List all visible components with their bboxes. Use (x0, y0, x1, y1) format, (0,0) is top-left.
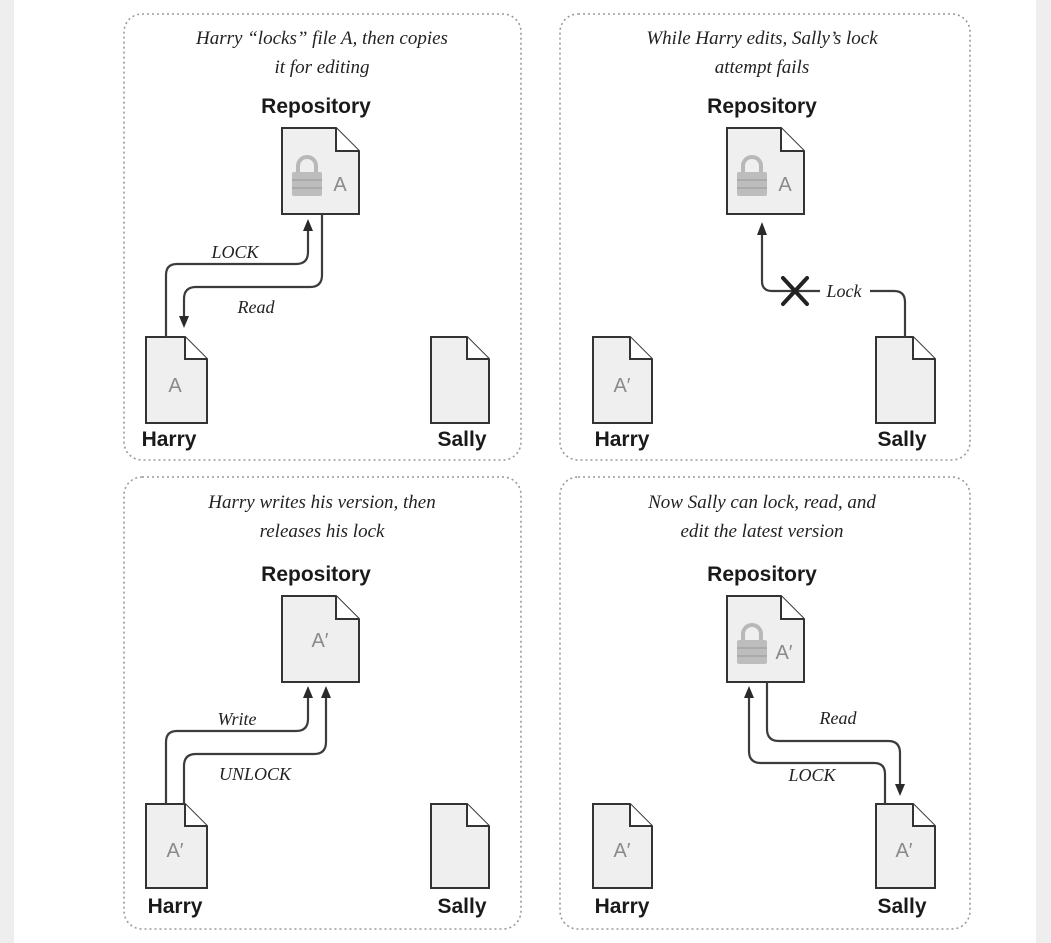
panel-3-caption-line-1: Harry writes his version, then (207, 492, 435, 513)
panel-3-repository-label: Repository (261, 563, 371, 586)
panel-1-lock-label: LOCK (210, 242, 259, 262)
panel-3-sally-label: Sally (437, 895, 486, 918)
panel-3-caption-line-2: releases his lock (260, 521, 385, 542)
panel-2-sally-label: Sally (877, 428, 926, 451)
panel-4-lock-label: LOCK (787, 765, 836, 785)
panel-1-harry-label: Harry (142, 428, 197, 451)
panel-4-lock-icon (737, 623, 767, 664)
panel-4-lock-arrow (744, 686, 887, 804)
panel-1-harry-file-label: A (168, 375, 182, 397)
panel-2-repository-label: Repository (707, 95, 817, 118)
panel-4-repository-file-label: A′ (775, 642, 792, 664)
panel-1: Harry “locks” file A, then copies it for… (123, 13, 522, 461)
panel-2-failed-lock-arrow (757, 222, 907, 337)
panel-3-harry-file-label: A′ (166, 840, 183, 862)
panel-1-sally-label: Sally (437, 428, 486, 451)
panel-3-unlock-arrow (182, 686, 331, 804)
right-margin (1036, 0, 1051, 943)
panel-4-sally-label: Sally (877, 895, 926, 918)
panel-1-lock-arrow (164, 219, 313, 337)
panel-4-harry-file-label: A′ (613, 840, 630, 862)
panel-1-read-label: Read (237, 297, 276, 317)
panel-3: Harry writes his version, then releases … (123, 476, 522, 930)
panel-3-unlock-label: UNLOCK (219, 764, 292, 784)
panel-3-write-arrow (164, 686, 313, 804)
panel-1-read-arrow (179, 214, 324, 328)
left-margin (0, 0, 14, 943)
panel-2-border (559, 13, 971, 461)
panel-2-sally-file-icon (875, 336, 936, 424)
panel-3-harry-label: Harry (148, 895, 203, 918)
panel-3-repository-file-label: A′ (311, 630, 328, 652)
panel-2: While Harry edits, Sally’s lock attempt … (559, 13, 971, 461)
panel-1-repository-file-icon: A (281, 127, 360, 215)
panel-1-border (123, 13, 522, 461)
panel-1-sally-file-icon (430, 336, 490, 424)
panel-2-harry-label: Harry (595, 428, 650, 451)
panel-4-harry-label: Harry (595, 895, 650, 918)
panel-2-repository-file-icon: A (726, 127, 805, 215)
panel-4: Now Sally can lock, read, and edit the l… (559, 476, 971, 930)
panel-4-sally-file-label: A′ (895, 840, 912, 862)
panel-2-caption-line-1: While Harry edits, Sally’s lock (646, 28, 878, 49)
panel-2-caption-line-2: attempt fails (715, 57, 809, 78)
panel-1-repository-file-label: A (333, 174, 347, 196)
panel-4-harry-file-icon: A′ (592, 803, 653, 889)
panel-4-repository-file-icon: A′ (726, 595, 805, 683)
panel-2-lock-icon (737, 155, 767, 196)
panel-3-border (123, 476, 522, 930)
panel-4-caption-line-1: Now Sally can lock, read, and (647, 492, 876, 513)
panel-3-repository-file-icon: A′ (281, 595, 360, 683)
panel-2-failed-x-icon (781, 276, 809, 306)
panel-3-sally-file-icon (430, 803, 490, 889)
panel-2-harry-file-label: A′ (613, 375, 630, 397)
panel-4-border (559, 476, 971, 930)
panel-1-repository-label: Repository (261, 95, 371, 118)
panel-1-lock-icon (292, 155, 322, 196)
panel-2-repository-file-label: A (778, 174, 792, 196)
panel-1-caption-line-1: Harry “locks” file A, then copies (195, 28, 448, 49)
panel-4-caption-line-2: edit the latest version (680, 521, 843, 542)
panel-3-write-label: Write (218, 709, 257, 729)
panel-2-lock-label: Lock (826, 281, 863, 301)
panel-1-harry-file-icon: A (145, 336, 208, 424)
panel-4-read-arrow (765, 682, 905, 796)
panel-2-harry-file-icon: A′ (592, 336, 653, 424)
panel-3-harry-file-icon: A′ (145, 803, 208, 889)
panel-4-sally-file-icon: A′ (875, 803, 936, 889)
panel-1-caption-line-2: it for editing (275, 57, 370, 78)
panel-4-repository-label: Repository (707, 563, 817, 586)
panel-4-read-label: Read (819, 708, 858, 728)
